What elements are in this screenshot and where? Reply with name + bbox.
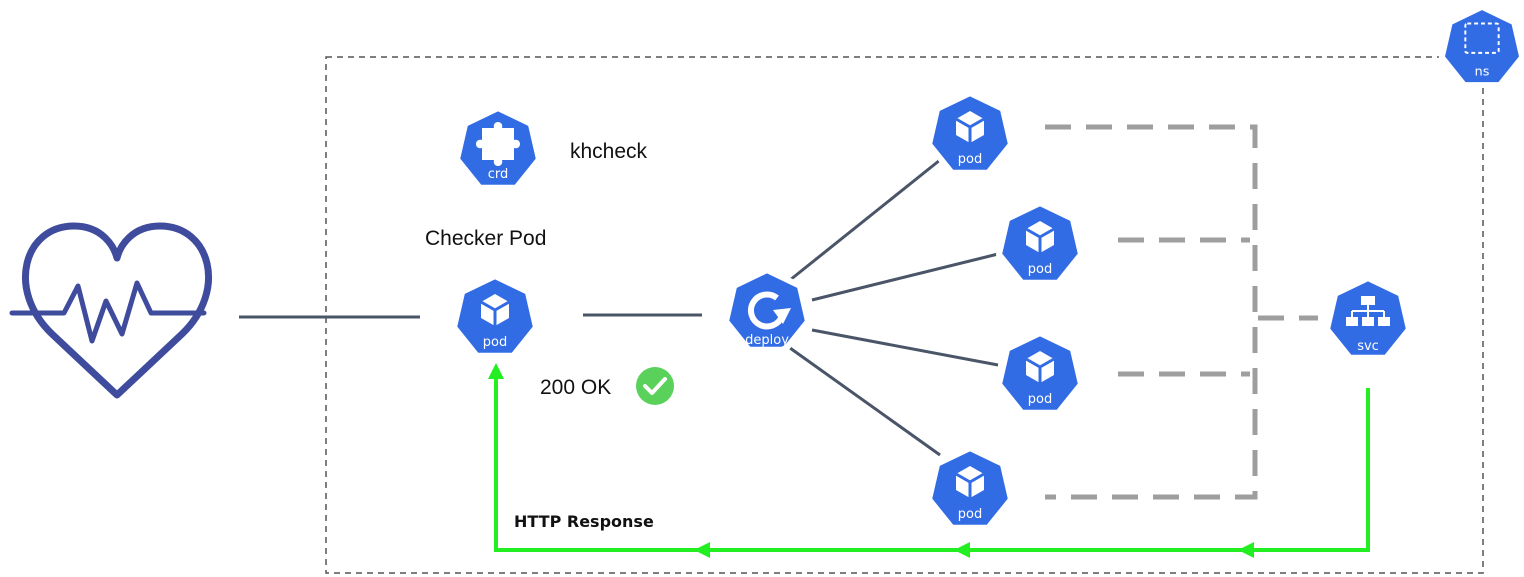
arrow-head-left-1 <box>1238 542 1254 558</box>
connector-deploy-to-pod-2 <box>811 252 999 302</box>
arrow-head-checker <box>488 363 504 379</box>
pod-badge-4: pod <box>958 507 982 522</box>
pod-badge-3: pod <box>1028 392 1052 407</box>
crd-badge: crd <box>488 167 509 182</box>
http-response-flow <box>488 363 1370 558</box>
checker-pod-node[interactable]: pod <box>454 276 536 356</box>
status-text: 200 OK <box>540 376 611 399</box>
checker-pod-badge: pod <box>483 335 507 350</box>
svc-node[interactable]: svc <box>1327 278 1409 358</box>
pod-node-3[interactable]: pod <box>999 333 1081 413</box>
crd-node[interactable]: crd <box>457 108 539 188</box>
ns-node[interactable]: ns <box>1442 7 1522 85</box>
svc-badge: svc <box>1357 339 1379 354</box>
deploy-node[interactable]: deploy <box>726 270 808 350</box>
arrow-head-left-3 <box>694 542 710 558</box>
pod-badge-2: pod <box>1028 262 1052 277</box>
http-response-label: HTTP Response <box>514 512 654 531</box>
connector-lines <box>239 158 999 457</box>
connector-deploy-to-pod-4 <box>789 346 941 457</box>
ns-badge: ns <box>1475 64 1490 79</box>
crd-label: khcheck <box>570 140 648 163</box>
connector-deploy-to-pod-3 <box>811 328 999 367</box>
checker-pod-label: Checker Pod <box>425 227 546 250</box>
heartbeat-icon <box>9 222 212 399</box>
check-circle-icon <box>636 367 674 405</box>
deploy-badge: deploy <box>745 333 789 348</box>
pod-node-4[interactable]: pod <box>929 448 1011 528</box>
pod-node-2[interactable]: pod <box>999 203 1081 283</box>
arrow-head-left-2 <box>954 542 970 558</box>
pod-node-1[interactable]: pod <box>929 93 1011 173</box>
pod-badge-1: pod <box>958 152 982 167</box>
service-dashed-links <box>1045 124 1318 500</box>
connector-deploy-to-pod-1 <box>789 158 941 282</box>
